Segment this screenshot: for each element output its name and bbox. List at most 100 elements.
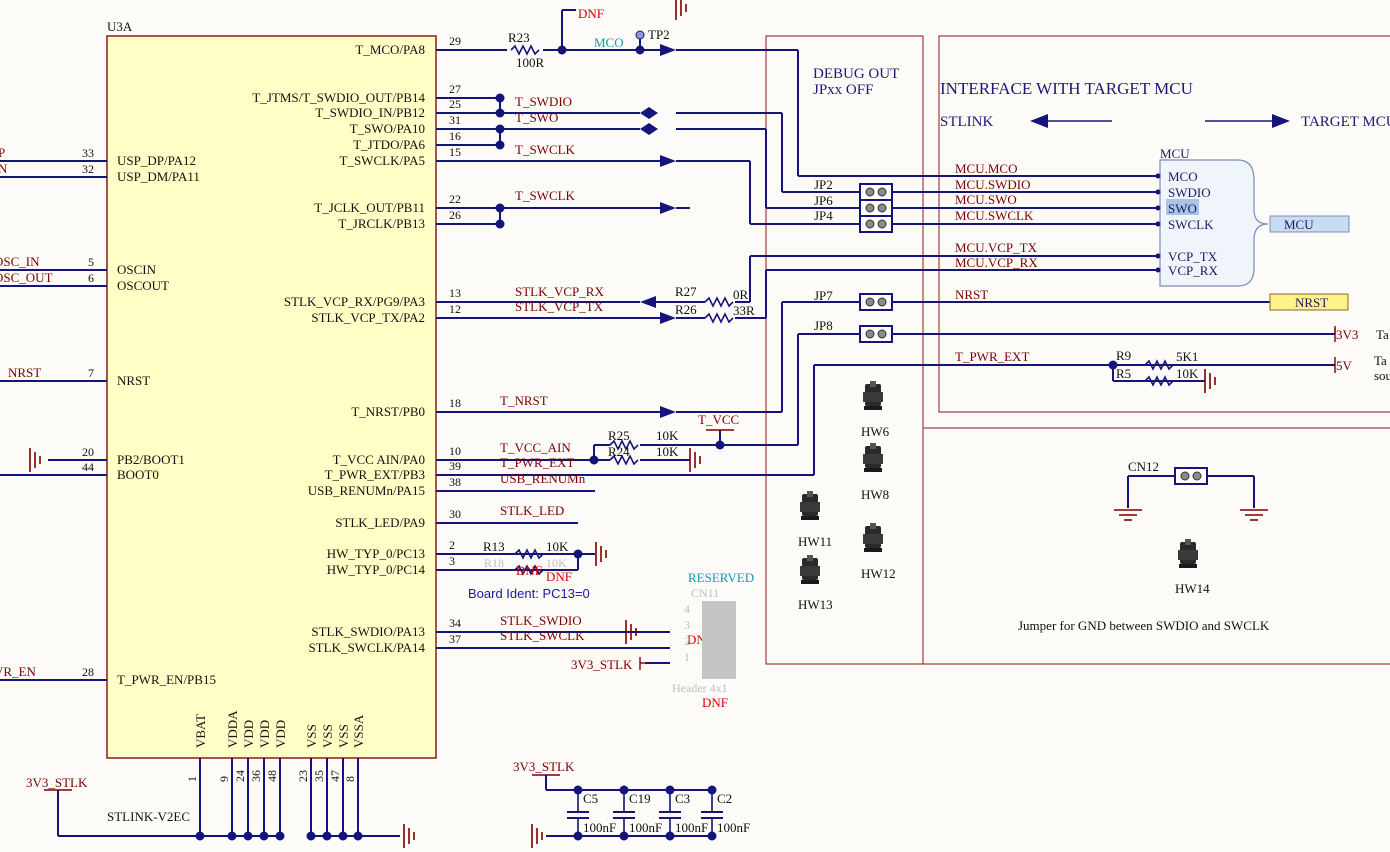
- chip-pin-number: 30: [449, 507, 461, 521]
- wiring: [0, 9, 1390, 837]
- chip-pin-name-vertical: VDD: [257, 720, 272, 748]
- chip-pin-name: STLK_SWCLK/PA14: [308, 640, 425, 655]
- chip-pin-number: 32: [82, 162, 94, 176]
- jumper-reference: JP7: [814, 288, 833, 303]
- chip-pin-name: T_SWDIO_IN/PB12: [315, 105, 425, 120]
- junction-dot: [495, 93, 505, 103]
- jumper-reference: JP6: [814, 193, 833, 208]
- chip-pin-number-vertical: 36: [249, 770, 263, 782]
- chip-pin-number: 3: [449, 554, 455, 568]
- port-arrow-out-icon: [660, 155, 676, 167]
- jumper-cap-icon: [1178, 539, 1198, 568]
- chip-reference: U3A: [107, 19, 133, 34]
- chip-pin-number: 7: [88, 366, 94, 380]
- chip-pin-name: NRST: [117, 373, 150, 388]
- power-net-3v3-stlk: 3V3_STLK: [571, 657, 633, 672]
- chip-pin-name: T_SWCLK/PA5: [340, 153, 425, 168]
- resistor-reference: R26: [675, 302, 697, 317]
- resistor-value: 10K: [656, 444, 679, 459]
- port-arrow-bidir-icon: [640, 107, 658, 119]
- chip-pin-name: T_JTMS/T_SWDIO_OUT/PB14: [252, 90, 425, 105]
- chip-pin-name-vertical: VDD: [241, 720, 256, 748]
- connector-type-label: Header 4x1: [672, 681, 728, 695]
- right-net-label: T_SWCLK: [515, 142, 576, 157]
- chip-pin-number: 39: [449, 459, 461, 473]
- port-arrow-out-icon: [660, 202, 676, 214]
- resistor-reference: R5: [1116, 366, 1131, 381]
- connector-cn11-label: CN11: [691, 586, 719, 600]
- hw-jumper-label: HW8: [861, 487, 889, 502]
- interface-net-label: MCU.VCP_TX: [955, 240, 1038, 255]
- capacitor-value: 100nF: [583, 820, 616, 835]
- chip-pin-number: 18: [449, 396, 461, 410]
- junction-dot: [243, 831, 253, 841]
- junction-dot: [573, 549, 583, 559]
- chip-pin-number: 10: [449, 444, 461, 458]
- t-vcc-label: T_VCC: [698, 412, 739, 427]
- hw-jumper-label: HW6: [861, 424, 890, 439]
- ground-icon: [531, 823, 543, 849]
- right-net-label: T_SWCLK: [515, 188, 576, 203]
- resistor-symbol: [514, 564, 544, 576]
- left-net-label: VR_EN: [0, 664, 37, 679]
- jumper-header-icon: [859, 325, 893, 343]
- right-net-label: T_SWO: [515, 110, 558, 125]
- chip-pin-number: 16: [449, 129, 461, 143]
- jumper-off-note: JPxx OFF: [813, 82, 873, 98]
- interface-pin-dot: [1155, 221, 1161, 227]
- resistor-reference: R27: [675, 284, 697, 299]
- chip-pin-number: 28: [82, 665, 94, 679]
- mcu-port-label: MCU: [1284, 217, 1314, 232]
- left-net-label: OSC_IN: [0, 254, 40, 269]
- chip-pin-name: T_PWR_EXT/PB3: [325, 467, 425, 482]
- interface-net-label: MCU.VCP_RX: [955, 255, 1038, 270]
- connector-pin-number: 2: [684, 634, 690, 648]
- junction-dot: [557, 45, 567, 55]
- chip-pin-number: 12: [449, 302, 461, 316]
- interface-pin-name: SWO: [1168, 201, 1197, 216]
- ground-icon: [1239, 509, 1269, 521]
- right-net-label: STLK_SWCLK: [500, 628, 585, 643]
- capacitor-reference: C2: [717, 791, 732, 806]
- power-net-3v3-stlk: 3V3_STLK: [26, 775, 88, 790]
- jumper-cap-icon: [800, 555, 820, 584]
- chip-pin-name: OSCIN: [117, 262, 157, 277]
- left-net-label: NRST: [8, 365, 41, 380]
- junction-dot: [573, 831, 583, 841]
- interface-pin-name: VCP_TX: [1168, 249, 1218, 264]
- junction-dot: [619, 785, 629, 795]
- junction-dot: [259, 831, 269, 841]
- chip-pin-name: USP_DP/PA12: [117, 153, 196, 168]
- junction-dot: [322, 831, 332, 841]
- jumper-reference: JP8: [814, 318, 833, 333]
- mcu-group-header: MCU: [1160, 146, 1190, 161]
- junction-dot: [495, 140, 505, 150]
- chip-pin-name-vertical: VSSA: [351, 714, 366, 748]
- jumper-reference: JP2: [814, 177, 833, 192]
- nrst-port-box: [1269, 293, 1349, 311]
- connector-pin-number: 3: [684, 618, 690, 632]
- chip-pin-number: 27: [449, 82, 461, 96]
- interface-pin-name: VCP_RX: [1168, 263, 1218, 278]
- resistor-value: 10K: [546, 539, 569, 554]
- resistor-value: 5K1: [1176, 349, 1198, 364]
- chip-pin-number: 2: [449, 538, 455, 552]
- chip-pin-name: USB_RENUMn/PA15: [308, 483, 425, 498]
- stlink-direction-arrow-icon: [1030, 114, 1048, 128]
- junction-dot: [1108, 360, 1118, 370]
- jumper-header-icon: [859, 215, 893, 233]
- capacitor-reference: C19: [629, 791, 651, 806]
- ground-icon: [689, 447, 701, 473]
- connector-cn12-label: CN12: [1128, 459, 1159, 474]
- chip-pin-number-vertical: 47: [328, 770, 342, 782]
- highlighted-pin-background: [1166, 199, 1199, 215]
- interface-pin-dot: [1155, 267, 1161, 273]
- chip-pin-name: OSCOUT: [117, 278, 169, 293]
- jumper-cap-icon: [800, 491, 820, 520]
- ground-icon: [1113, 509, 1143, 521]
- resistor-reference: R9: [1116, 348, 1131, 363]
- chip-pin-name: BOOT0: [117, 467, 159, 482]
- junction-dot: [707, 785, 717, 795]
- right-net-label: T_VCC_AIN: [500, 440, 571, 455]
